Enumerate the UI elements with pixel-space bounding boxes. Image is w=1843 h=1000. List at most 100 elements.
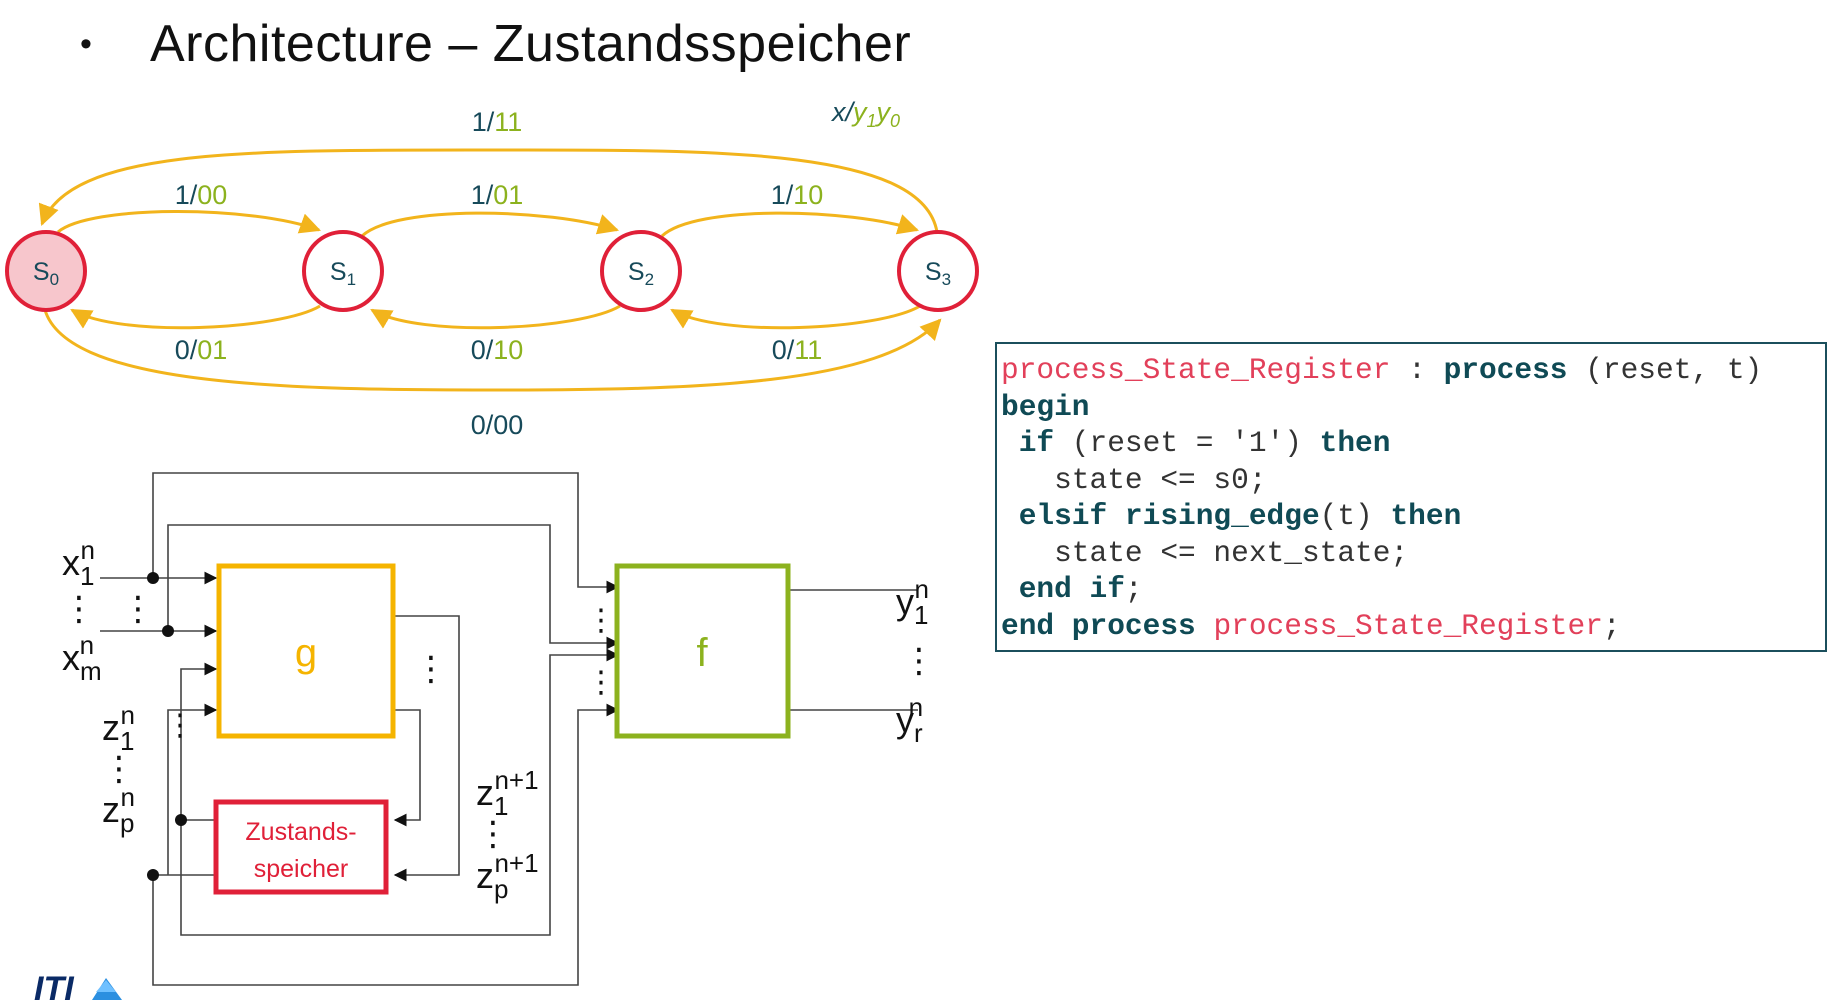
block-diagram	[100, 472, 918, 986]
svg-text:ITI: ITI	[34, 970, 75, 1000]
vhdl-code: process_State_Register : process (reset,…	[1001, 352, 1762, 644]
code-line: if (reset = '1') then	[1001, 425, 1762, 462]
code-line: state <= s0;	[1001, 462, 1762, 499]
label-dots-z-inner: ⋮	[165, 709, 195, 742]
arc-s0-s1	[57, 210, 321, 234]
svg-text:f: f	[696, 631, 708, 675]
wire-zp-in	[167, 703, 218, 875]
state-s3: S3	[897, 230, 979, 312]
code-text: ;	[1602, 608, 1621, 643]
label-z1: z1n	[102, 700, 135, 756]
code-text: :	[1390, 353, 1444, 387]
svg-text:g: g	[295, 631, 317, 675]
code-keyword: rising_edge	[1124, 499, 1320, 533]
label-s1-s2: 1/01	[471, 180, 524, 210]
code-line: end process process_State_Register;	[1001, 608, 1762, 645]
code-text: (t)	[1319, 499, 1391, 533]
junction-zp	[147, 869, 159, 881]
label-dots-x: ⋮	[62, 590, 96, 628]
code-text: ;	[1124, 572, 1143, 606]
label-zp: zpn	[102, 782, 135, 838]
code-line: begin	[1001, 389, 1762, 426]
label-s0-s1: 1/00	[175, 180, 228, 210]
bullet-marker: •	[80, 24, 92, 63]
svg-text:S1: S1	[330, 258, 356, 289]
arc-s3-s2	[670, 304, 921, 330]
wire-outer-top	[152, 472, 620, 594]
state-s2: S2	[600, 230, 682, 312]
arc-s0-s3	[42, 305, 942, 392]
label-s2-s1: 0/10	[471, 335, 524, 365]
arc-s2-s3	[660, 211, 920, 238]
label-dots-y: ⋮	[902, 642, 936, 680]
code-keyword: then	[1319, 426, 1391, 460]
wire-outer-bottom	[152, 703, 620, 986]
code-text	[1001, 426, 1019, 460]
code-line: elsif rising_edge(t) then	[1001, 498, 1762, 535]
label-yr: yrn	[896, 692, 923, 748]
arc-s1-s2	[360, 211, 620, 238]
code-keyword: end if	[1018, 572, 1125, 606]
code-text	[1196, 609, 1214, 643]
code-line: process_State_Register : process (reset,…	[1001, 352, 1762, 389]
label-dots-f-in1: ⋮	[586, 604, 616, 637]
code-text	[1001, 572, 1019, 606]
state-s0: S0	[5, 230, 87, 312]
code-identifier: process_State_Register	[1001, 353, 1391, 387]
code-text: (reset, t)	[1567, 353, 1763, 387]
label-dots-x-inner: ⋮	[121, 590, 155, 628]
code-keyword: elsif	[1018, 499, 1108, 533]
wire-inner-bottom	[180, 648, 620, 936]
label-s2-s3: 1/10	[771, 180, 824, 210]
svg-text:speicher: speicher	[254, 855, 349, 883]
code-text	[1107, 499, 1125, 533]
code-text: (reset = '1')	[1054, 426, 1320, 460]
code-keyword: begin	[1001, 389, 1090, 424]
wire-inner-top	[167, 524, 620, 650]
code-line: state <= next_state;	[1001, 535, 1762, 572]
svg-text:S2: S2	[628, 258, 654, 289]
code-keyword: then	[1390, 499, 1462, 533]
code-text	[1001, 499, 1019, 533]
vhdl-code-box: process_State_Register : process (reset,…	[995, 342, 1827, 652]
block-g: g	[216, 563, 396, 739]
label-dots-g-out: ⋮	[414, 650, 448, 688]
junction-xm	[162, 625, 174, 637]
block-zustandsspeicher: Zustands- speicher	[213, 799, 389, 895]
state-s1: S1	[302, 230, 384, 312]
label-s3-s2: 0/11	[772, 335, 823, 365]
label-xm: xmn	[62, 630, 102, 686]
code-keyword: end process	[1001, 608, 1196, 643]
code-text: state <= s0;	[1001, 462, 1267, 497]
svg-text:S0: S0	[33, 258, 59, 289]
legend-io: x/y1y0	[830, 97, 900, 131]
label-s1-s0: 0/01	[175, 335, 228, 365]
arc-s3-s0	[38, 148, 939, 233]
code-keyword: if	[1018, 426, 1055, 460]
junction-z1	[175, 814, 187, 826]
slide-title: Architecture – Zustandsspeicher	[150, 15, 912, 73]
svg-text:Zustands-: Zustands-	[245, 818, 356, 846]
wire-z1-next	[393, 615, 460, 882]
label-dots-z: ⋮	[102, 750, 136, 788]
arc-s1-s0	[70, 304, 321, 330]
title-row: • Architecture – Zustandsspeicher	[80, 14, 911, 74]
label-y1: y1n	[896, 574, 929, 630]
block-f: f	[614, 563, 791, 739]
junction-x1	[147, 572, 159, 584]
label-dots-f-in2: ⋮	[586, 666, 616, 699]
label-z1-next: z1n+1	[476, 765, 539, 821]
label-s0-s3: 0/00	[471, 410, 524, 440]
wire-zp-next	[393, 709, 421, 827]
arc-s2-s1	[370, 304, 621, 330]
code-text: state <= next_state;	[1001, 535, 1409, 570]
wire-z1-in	[180, 662, 218, 820]
code-line: end if;	[1001, 571, 1762, 608]
label-zp-next: zpn+1	[476, 848, 539, 904]
iti-logo: ITI	[34, 970, 122, 1000]
label-x1: x1n	[62, 535, 95, 591]
label-dots-next: ⋮	[476, 815, 510, 853]
svg-text:S3: S3	[925, 258, 951, 289]
